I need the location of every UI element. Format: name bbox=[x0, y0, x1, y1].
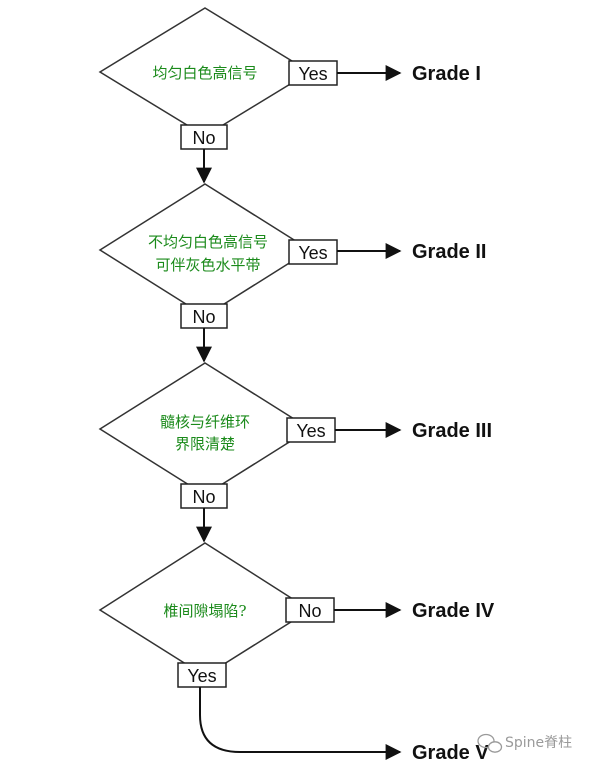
decision-3-condition-line-2: 界限清楚 bbox=[175, 435, 235, 453]
grade-2: Grade II bbox=[412, 241, 486, 263]
grade-5: Grade V bbox=[412, 742, 489, 764]
decision-2-yes-box bbox=[288, 239, 338, 265]
decision-3-yes-label: Yes bbox=[296, 421, 325, 441]
decision-2-condition-line-2: 可伴灰色水平带 bbox=[155, 256, 260, 274]
decision-2-condition-line-1: 不均匀白色高信号 bbox=[148, 233, 268, 251]
decision-4-no-label: No bbox=[298, 601, 321, 621]
decision-3: 髓核与纤维环 界限清楚 bbox=[98, 362, 312, 496]
grade-4: Grade IV bbox=[412, 600, 495, 622]
decision-1: 均匀白色高信号 bbox=[98, 7, 312, 137]
decision-3-yes-box bbox=[286, 417, 336, 443]
grade-1: Grade I bbox=[412, 63, 481, 85]
decision-2: 不均匀白色高信号 可伴灰色水平带 bbox=[98, 183, 312, 317]
wechat-icon bbox=[477, 733, 503, 753]
decision-2-yes-label: Yes bbox=[298, 243, 327, 263]
decision-4-no-box bbox=[285, 597, 335, 623]
decision-1-no-label: No bbox=[192, 128, 215, 148]
decision-4-yes-arrow bbox=[199, 687, 402, 760]
decision-4-yes-label: Yes bbox=[187, 666, 216, 686]
watermark: Spine脊柱 bbox=[477, 733, 572, 753]
decision-4: 椎间隙塌陷? bbox=[98, 542, 312, 677]
decision-2-no-box bbox=[180, 303, 228, 329]
decision-4-condition-line-1: 椎间隙塌陷? bbox=[163, 602, 246, 620]
decision-1-no-box bbox=[180, 124, 228, 150]
decision-1-condition-line-1: 均匀白色高信号 bbox=[152, 64, 257, 82]
decision-4-yes-box bbox=[177, 662, 227, 688]
decision-1-yes-label: Yes bbox=[298, 64, 327, 84]
decision-3-no-label: No bbox=[192, 487, 215, 507]
decision-2-no-label: No bbox=[192, 307, 215, 327]
watermark-text: Spine脊柱 bbox=[505, 735, 572, 751]
decision-3-condition-line-1: 髓核与纤维环 bbox=[160, 413, 250, 431]
grade-3: Grade III bbox=[412, 420, 492, 442]
